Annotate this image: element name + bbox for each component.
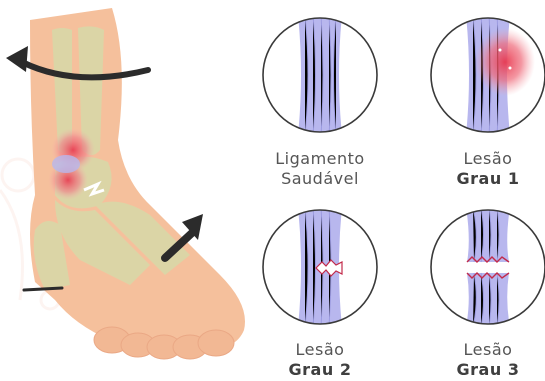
healthy-ligament-panel	[263, 15, 377, 135]
panel-label-grade-1: Lesão Grau 1	[428, 149, 545, 189]
panel-label-grade-2: Lesão Grau 2	[260, 340, 380, 380]
panel-label-grade-3: Lesão Grau 3	[428, 340, 545, 380]
ground-stroke	[24, 288, 62, 290]
label-line-2: Saudável	[260, 169, 380, 189]
label-line-2: Grau 2	[260, 360, 380, 380]
label-line-1: Lesão	[260, 340, 380, 360]
label-line-1: Lesão	[428, 340, 545, 360]
grade-1-inflammation	[475, 28, 535, 96]
label-line-1: Lesão	[428, 149, 545, 169]
ankle-ligament	[52, 155, 80, 173]
label-line-2: Grau 1	[428, 169, 545, 189]
label-line-2: Grau 3	[428, 360, 545, 380]
label-line-1: Ligamento	[260, 149, 380, 169]
grade-2-panel	[263, 207, 377, 327]
grade-1-panel	[431, 15, 545, 135]
grade-3-panel	[431, 207, 545, 327]
panel-label-healthy: Ligamento Saudável	[260, 149, 380, 189]
